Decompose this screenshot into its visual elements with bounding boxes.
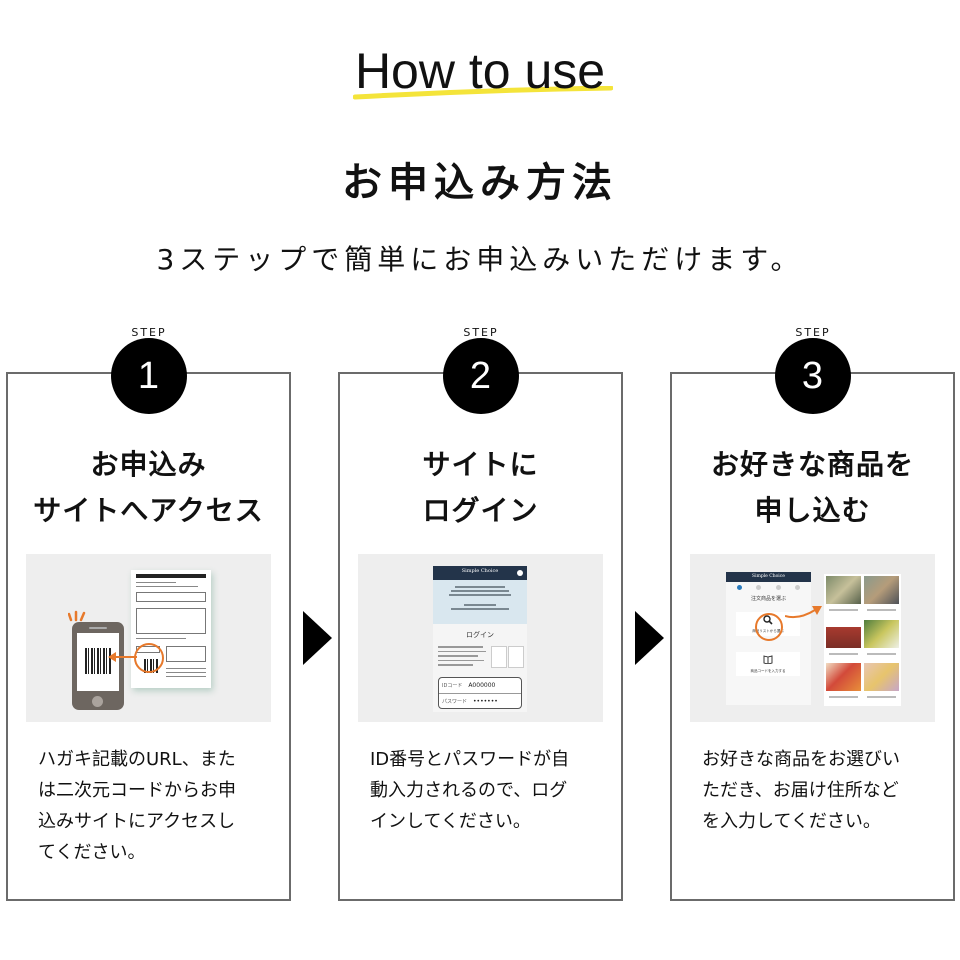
- step-desc-line: インしてください。: [370, 811, 531, 832]
- mock-pw-label: パスワード: [442, 698, 468, 705]
- step-title-line: ログイン: [422, 494, 539, 527]
- mock-login-heading: ログイン: [466, 631, 494, 639]
- mock-header: Simple Choice: [433, 566, 527, 580]
- product-thumbnail: [826, 576, 861, 617]
- product-selection-illustration: Simple Choice 注文商品を選ぶ 商品リストから選ぶ 商品コードを入力…: [690, 554, 935, 722]
- mock-header: Simple Choice: [726, 572, 811, 582]
- arrow-right-icon: [785, 606, 822, 619]
- step-title-line: お好きな商品を: [710, 448, 914, 481]
- step-card-1: STEP 1 お申込み サイトへアクセス: [6, 326, 291, 901]
- step-card-3: STEP 3 お好きな商品を 申し込む Simple Choice 注文商品を選…: [670, 326, 955, 901]
- notification-sparks-icon: [68, 610, 86, 622]
- access-site-illustration: [26, 554, 271, 722]
- step-title: サイトに ログイン: [340, 442, 621, 534]
- step-desc-line: 動入力されるので、ログ: [370, 780, 568, 801]
- mock-heading: 注文商品を選ぶ: [750, 596, 786, 602]
- highlight-circle: [134, 643, 164, 673]
- step-title-line: 申し込む: [754, 494, 871, 527]
- smartphone-icon: [72, 622, 124, 710]
- mock-progress-steps: [726, 582, 811, 590]
- step-label: STEP: [463, 326, 498, 338]
- step-label-text: STEP: [795, 326, 830, 338]
- step-label: STEP: [795, 326, 830, 338]
- step-label-text: STEP: [131, 326, 166, 338]
- step-desc-line: 込みサイトにアクセスし: [38, 811, 236, 832]
- step-card-2: STEP 2 サイトに ログイン Simple Choice ログイン IDコー…: [338, 326, 623, 901]
- step-desc-line: てください。: [38, 842, 146, 863]
- step-title-line: サイトへアクセス: [33, 494, 264, 527]
- step-title-line: サイトに: [422, 448, 539, 481]
- product-grid-mock: [824, 574, 901, 706]
- step-title-line: お申込み: [90, 448, 207, 481]
- book-icon: [763, 655, 773, 664]
- help-icon: [517, 570, 523, 576]
- section-title-english: How to use: [354, 43, 606, 99]
- mock-option-code: 商品コードを入力する: [736, 652, 800, 676]
- arrow-left-icon: [108, 652, 137, 662]
- step-description: お好きな商品をお選びい ただき、お届け住所など を入力してください。: [702, 744, 942, 837]
- step-description: ハガキ記載のURL、また は二次元コードからお申 込みサイトにアクセスし てくだ…: [38, 744, 278, 868]
- step-title: お好きな商品を 申し込む: [672, 442, 953, 534]
- step-title: お申込み サイトへアクセス: [8, 442, 289, 534]
- product-thumbnail: [826, 663, 861, 704]
- step-number-badge: 2: [442, 338, 519, 414]
- mock-brand: Simple Choice: [461, 568, 499, 574]
- next-step-arrow-icon: [635, 611, 664, 665]
- next-step-arrow-icon: [303, 611, 332, 665]
- step-description: ID番号とパスワードが自 動入力されるので、ログ インしてください。: [370, 744, 610, 837]
- product-thumbnail: [826, 619, 861, 661]
- step-desc-line: は二次元コードからお申: [38, 780, 236, 801]
- mock-id-value: A000000: [468, 682, 496, 689]
- mock-notice: [433, 580, 527, 624]
- step-desc-line: ただき、お届け住所など: [702, 780, 899, 801]
- mock-login-form: IDコード A000000 パスワード •••••••: [438, 677, 522, 709]
- mock-id-label: IDコード: [442, 683, 463, 689]
- step-desc-line: お好きな商品をお選びい: [702, 749, 900, 770]
- step-desc-line: を入力してください。: [702, 811, 881, 832]
- step-desc-line: ハガキ記載のURL、また: [38, 749, 236, 770]
- step-label-text: STEP: [463, 326, 498, 338]
- highlight-circle: [755, 613, 783, 641]
- login-screen-mock: Simple Choice ログイン IDコード A000000 パスワード •••…: [433, 566, 527, 712]
- product-thumbnail: [864, 619, 899, 661]
- login-screen-illustration: Simple Choice ログイン IDコード A000000 パスワード •••…: [358, 554, 603, 722]
- section-title-japanese: お申込み方法: [342, 160, 618, 206]
- selection-screen-mock: Simple Choice 注文商品を選ぶ 商品リストから選ぶ 商品コードを入力…: [726, 572, 811, 705]
- product-thumbnail: [864, 663, 899, 704]
- title-highlight-underline: [353, 86, 613, 100]
- step-number-badge: 3: [774, 338, 851, 414]
- mock-pw-value: •••••••: [473, 697, 498, 705]
- qr-code-icon: [85, 648, 111, 674]
- step-label: STEP: [131, 326, 166, 338]
- step-number-badge: 1: [110, 338, 187, 414]
- product-thumbnail: [864, 576, 899, 617]
- section-subtitle: 3ステップで簡単にお申込みいただけます。: [156, 243, 804, 276]
- step-desc-line: ID番号とパスワードが自: [370, 749, 570, 770]
